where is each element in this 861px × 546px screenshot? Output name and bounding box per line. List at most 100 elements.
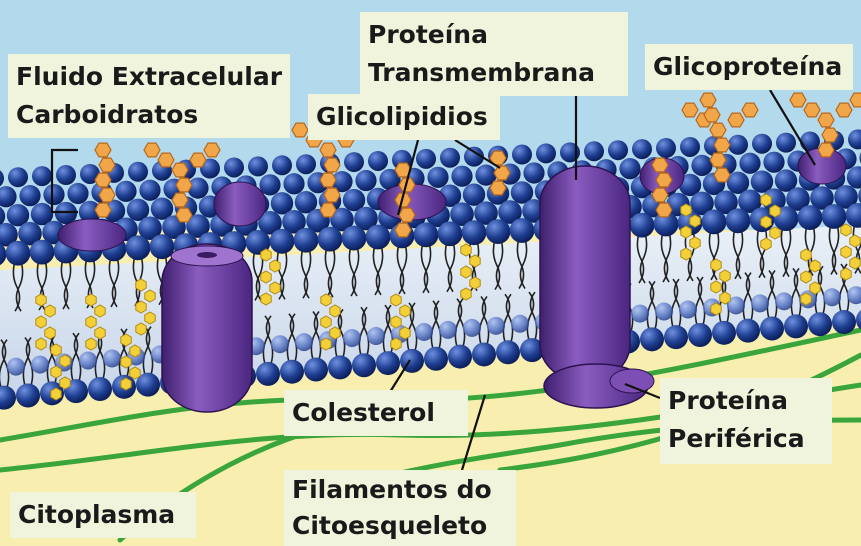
phospholipid-head bbox=[496, 340, 520, 364]
phospholipid-head bbox=[355, 170, 376, 191]
cholesterol-ring bbox=[51, 366, 61, 378]
cholesterol-ring bbox=[400, 327, 410, 339]
phospholipid-head bbox=[318, 227, 343, 252]
phospholipid-head bbox=[272, 155, 292, 175]
carbohydrate-unit bbox=[324, 158, 340, 172]
cholesterol-ring bbox=[690, 215, 700, 227]
transmembrane-protein-left bbox=[162, 244, 252, 412]
cholesterol-ring bbox=[270, 260, 280, 272]
transmembrane-protein-center bbox=[540, 166, 630, 382]
cholesterol-ring bbox=[841, 246, 851, 258]
cholesterol-ring bbox=[330, 305, 340, 317]
carbohydrate-unit bbox=[804, 103, 820, 117]
phospholipid-head bbox=[656, 138, 676, 158]
cholesterol-ring bbox=[261, 271, 271, 283]
cholesterol-ring bbox=[470, 255, 480, 267]
phospholipid-head bbox=[472, 342, 496, 366]
carbohydrate-unit bbox=[95, 203, 111, 217]
phospholipid-head bbox=[702, 209, 727, 234]
cholesterol-ring bbox=[130, 345, 140, 357]
phospholipid-head bbox=[295, 333, 313, 351]
carbohydrate-unit bbox=[158, 153, 174, 167]
label-fluido-extracelular: Fluido Extracelular Carboidratos bbox=[8, 54, 290, 138]
cholesterol-ring bbox=[121, 378, 131, 390]
phospholipid-head bbox=[463, 319, 481, 337]
carbohydrate-unit bbox=[99, 188, 115, 202]
carbohydrate-unit bbox=[395, 223, 411, 237]
phospholipid-head bbox=[139, 180, 160, 201]
cholesterol-ring bbox=[136, 301, 146, 313]
phospholipid-head bbox=[736, 319, 760, 343]
cholesterol-ring bbox=[261, 249, 271, 261]
cholesterol-ring bbox=[86, 316, 96, 328]
phospholipid-head bbox=[487, 317, 505, 335]
carbohydrate-unit bbox=[172, 163, 188, 177]
phospholipid-head bbox=[414, 222, 439, 247]
phospholipid-head bbox=[368, 151, 388, 171]
phospholipid-head bbox=[128, 162, 148, 182]
cholesterol-ring bbox=[801, 271, 811, 283]
cholesterol-ring bbox=[36, 294, 46, 306]
cholesterol-ring bbox=[761, 216, 771, 228]
glycoprotein bbox=[214, 182, 266, 226]
phospholipid-head bbox=[486, 219, 511, 244]
cholesterol-ring bbox=[461, 288, 471, 300]
cholesterol-ring bbox=[86, 294, 96, 306]
phospholipid-head bbox=[451, 166, 472, 187]
phospholipid-head bbox=[366, 225, 391, 250]
carbohydrate-unit bbox=[656, 173, 672, 187]
phospholipid-head bbox=[763, 152, 784, 173]
phospholipid-head bbox=[619, 158, 640, 179]
cholesterol-ring bbox=[391, 338, 401, 350]
label-proteina-transmembrana: Proteína Transmembrana bbox=[360, 12, 628, 96]
carbohydrate-unit bbox=[836, 103, 852, 117]
cholesterol-ring bbox=[461, 244, 471, 256]
phospholipid-head bbox=[631, 305, 649, 323]
carbohydrate-unit bbox=[818, 113, 834, 127]
phospholipid-head bbox=[103, 349, 121, 367]
phospholipid-head bbox=[56, 165, 76, 185]
cholesterol-ring bbox=[121, 356, 131, 368]
label-citoplasma-text: Citoplasma bbox=[18, 496, 188, 534]
label-glicoproteina: Glicoproteína bbox=[645, 44, 853, 90]
phospholipid-head bbox=[367, 327, 385, 345]
phospholipid-head bbox=[760, 317, 784, 341]
peripheral-protein-lobe bbox=[610, 369, 654, 393]
phospholipid-head bbox=[584, 141, 604, 161]
cholesterol-ring bbox=[761, 238, 771, 250]
label-proteina-trans-line2: Transmembrana bbox=[368, 54, 620, 92]
label-filamentos-citoesqueleto: Filamentos do Citoesqueleto bbox=[284, 470, 516, 546]
phospholipid-head bbox=[31, 356, 49, 374]
cholesterol-ring bbox=[45, 327, 55, 339]
carbohydrate-unit bbox=[710, 153, 726, 167]
label-carboidratos-text: Carboidratos bbox=[16, 96, 282, 134]
label-proteina-perif-line2: Periférica bbox=[668, 420, 824, 458]
label-glicolipidios-text: Glicolipidios bbox=[316, 98, 492, 136]
cholesterol-ring bbox=[136, 323, 146, 335]
phospholipid-head bbox=[296, 154, 316, 174]
phospholipid-head bbox=[512, 145, 532, 165]
phospholipid-head bbox=[88, 377, 112, 401]
phospholipid-head bbox=[808, 312, 832, 336]
carbohydrate-unit bbox=[324, 188, 340, 202]
phospholipid-head bbox=[416, 149, 436, 169]
phospholipid-head bbox=[342, 226, 367, 251]
phospholipid-head bbox=[19, 185, 40, 206]
phospholipid-head bbox=[304, 358, 328, 382]
phospholipid-head bbox=[344, 152, 364, 172]
phospholipid-head bbox=[224, 157, 244, 177]
phospholipid-head bbox=[462, 220, 487, 245]
phospholipid-head bbox=[6, 241, 31, 266]
cholesterol-ring bbox=[801, 293, 811, 305]
label-glicoproteina-text: Glicoproteína bbox=[653, 48, 845, 86]
cholesterol-ring bbox=[391, 316, 401, 328]
cholesterol-ring bbox=[86, 338, 96, 350]
phospholipid-head bbox=[832, 310, 856, 334]
carbohydrate-unit bbox=[320, 203, 336, 217]
carbohydrate-unit bbox=[99, 158, 115, 172]
cholesterol-ring bbox=[770, 227, 780, 239]
cholesterol-ring bbox=[145, 312, 155, 324]
carbohydrate-unit bbox=[95, 143, 111, 157]
cholesterol-ring bbox=[681, 204, 691, 216]
protein-pore bbox=[197, 252, 217, 258]
